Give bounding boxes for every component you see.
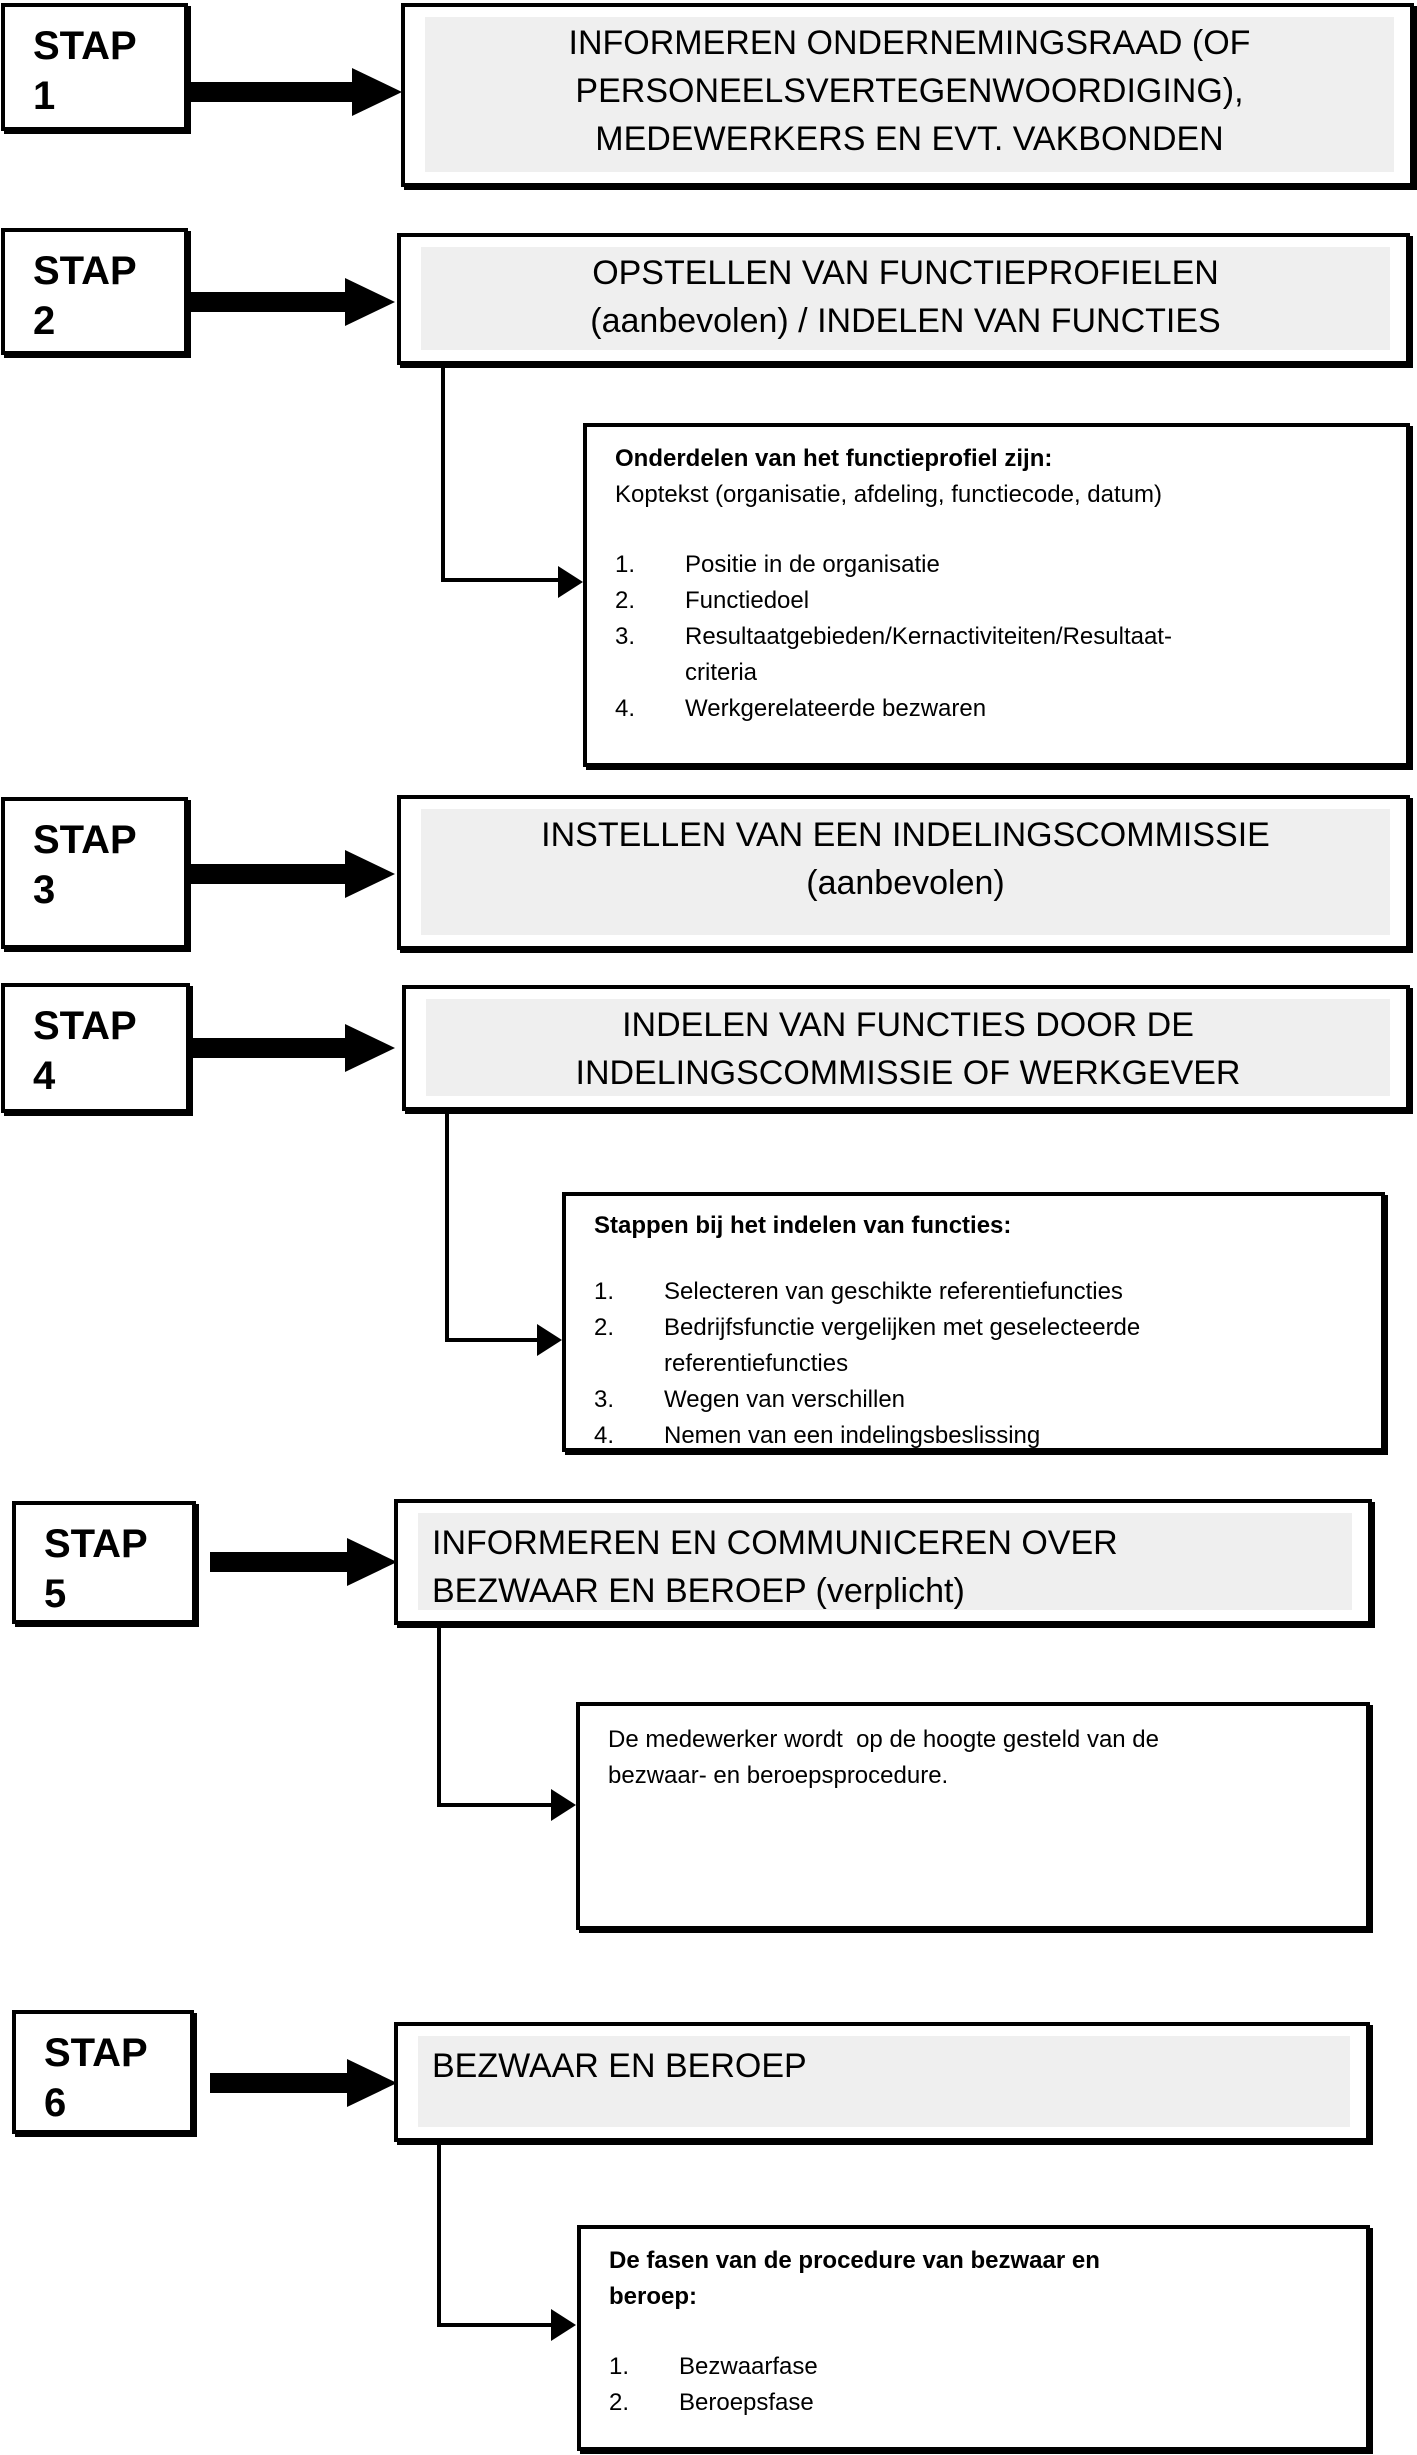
detail-box-step-6: De fasen van de procedure van bezwaar en…: [577, 2225, 1370, 2451]
step-5-action-box: INFORMEREN EN COMMUNICEREN OVER BEZWAAR …: [394, 1499, 1372, 1625]
connector-horizontal-line: [441, 578, 559, 582]
step-2-action-text: OPSTELLEN VAN FUNCTIEPROFIELEN (aanbevol…: [421, 247, 1390, 350]
arrow-head-icon: [347, 1538, 397, 1586]
arrow-head-icon: [352, 68, 402, 116]
arrow-shaft: [192, 1038, 345, 1058]
list-item-text: Positie in de organisatie: [685, 551, 940, 578]
list-item-text: Werkgerelateerde bezwaren: [685, 695, 987, 722]
arrow-head-icon: [347, 2059, 397, 2107]
step-number: 3: [33, 868, 56, 912]
list-item-text: Wegen van verschillen: [664, 1386, 906, 1413]
step-2-label-box: STAP 2: [1, 228, 188, 355]
step-1-action-box: INFORMEREN ONDERNEMINGSRAAD (OF PERSONEE…: [401, 3, 1414, 187]
list-item-number: 3.: [594, 1386, 615, 1413]
list-item: 3. Wegen van verschillen: [594, 1382, 1353, 1418]
detail-heading: Stappen bij het indelen van functies:: [594, 1212, 1012, 1239]
connector-arrow-head-icon: [537, 1324, 562, 1356]
connector-vertical-line: [445, 1109, 449, 1340]
list-item: 2. Bedrijfsfunctie vergelijken met gesel…: [594, 1310, 1353, 1382]
arrow-head-icon: [345, 850, 395, 898]
connector-arrow-head-icon: [551, 1789, 576, 1821]
list-item-text: Functiedoel: [685, 587, 810, 614]
list-item-number: 4.: [615, 695, 636, 722]
connector-vertical-line: [437, 1623, 441, 1805]
list-item: 1. Bezwaarfase: [609, 2349, 1338, 2385]
step-label: STAP: [33, 24, 137, 68]
list-item-number: 4.: [594, 1422, 615, 1449]
step-label: STAP: [44, 1522, 148, 1566]
detail-box-step-4: Stappen bij het indelen van functies: 1.…: [562, 1192, 1385, 1452]
step-number: 5: [44, 1572, 67, 1616]
step-number: 2: [33, 299, 56, 343]
arrow-shaft: [190, 864, 345, 884]
step-6-action-box: BEZWAAR EN BEROEP: [394, 2022, 1370, 2142]
list-item: 4. Nemen van een indelingsbeslissing: [594, 1418, 1353, 1449]
step-label: STAP: [33, 1004, 137, 1048]
list-item-text: Beroepsfase: [679, 2389, 814, 2416]
list-item-number: 2.: [609, 2389, 630, 2416]
detail-body: De medewerker wordt op de hoogte gesteld…: [608, 1726, 1160, 1789]
step-1-label-box: STAP 1: [1, 3, 188, 131]
step-4-label-box: STAP 4: [1, 983, 190, 1113]
connector-arrow-head-icon: [558, 566, 583, 598]
list-item: 4. Werkgerelateerde bezwaren: [615, 691, 1378, 727]
list-item: 2. Functiedoel: [615, 583, 1378, 619]
arrow-shaft: [210, 1552, 347, 1572]
step-label: STAP: [44, 2031, 148, 2075]
connector-horizontal-line: [445, 1338, 538, 1342]
step-1-action-text: INFORMEREN ONDERNEMINGSRAAD (OF PERSONEE…: [425, 17, 1394, 172]
spacer: [615, 513, 1378, 547]
list-item: 1. Selecteren van geschikte referentiefu…: [594, 1274, 1353, 1310]
step-3-label-box: STAP 3: [1, 797, 188, 949]
list-item-number: 3.: [615, 623, 636, 650]
list-item: 1. Positie in de organisatie: [615, 547, 1378, 583]
arrow-head-icon: [345, 278, 395, 326]
connector-arrow-head-icon: [551, 2309, 576, 2341]
detail-heading: De fasen van de procedure van bezwaar en…: [609, 2247, 1100, 2310]
step-6-label-box: STAP 6: [12, 2010, 194, 2134]
spacer: [609, 2315, 1338, 2349]
list-item: 2. Beroepsfase: [609, 2385, 1338, 2421]
list-item-text: Selecteren van geschikte referentiefunct…: [664, 1278, 1123, 1305]
arrow-shaft: [190, 292, 345, 312]
detail-box-step-5: De medewerker wordt op de hoogte gesteld…: [576, 1702, 1370, 1930]
step-3-action-box: INSTELLEN VAN EEN INDELINGSCOMMISSIE (aa…: [397, 795, 1410, 950]
step-3-action-text: INSTELLEN VAN EEN INDELINGSCOMMISSIE (aa…: [421, 809, 1390, 935]
list-item-number: 1.: [609, 2353, 630, 2380]
list-item-number: 1.: [594, 1278, 615, 1305]
list-item-number: 2.: [594, 1314, 615, 1341]
step-5-action-text: INFORMEREN EN COMMUNICEREN OVER BEZWAAR …: [418, 1513, 1352, 1610]
connector-horizontal-line: [437, 1803, 553, 1807]
arrow-shaft: [190, 82, 352, 102]
list-item-number: 1.: [615, 551, 636, 578]
connector-vertical-line: [437, 2140, 441, 2325]
arrow-shaft: [210, 2073, 347, 2093]
list-item-text: Nemen van een indelingsbeslissing: [664, 1422, 1041, 1449]
step-2-action-box: OPSTELLEN VAN FUNCTIEPROFIELEN (aanbevol…: [397, 233, 1410, 365]
list-item-text: Bedrijfsfunctie vergelijken met geselect…: [664, 1314, 1141, 1377]
detail-box-step-2: Onderdelen van het functieprofiel zijn: …: [583, 423, 1410, 767]
step-4-action-text: INDELEN VAN FUNCTIES DOOR DE INDELINGSCO…: [426, 999, 1390, 1096]
detail-subheading: Koptekst (organisatie, afdeling, functie…: [615, 481, 1162, 508]
step-number: 4: [33, 1054, 56, 1098]
list-item-number: 2.: [615, 587, 636, 614]
step-label: STAP: [33, 249, 137, 293]
arrow-head-icon: [345, 1024, 395, 1072]
step-4-action-box: INDELEN VAN FUNCTIES DOOR DE INDELINGSCO…: [402, 985, 1410, 1111]
step-5-label-box: STAP 5: [12, 1501, 196, 1624]
step-number: 1: [33, 74, 56, 118]
step-number: 6: [44, 2081, 67, 2125]
list-item-text: Resultaatgebieden/Kernactiviteiten/Resul…: [685, 623, 1172, 686]
list-item: 3. Resultaatgebieden/Kernactiviteiten/Re…: [615, 619, 1378, 691]
spacer: [594, 1244, 1353, 1274]
step-label: STAP: [33, 818, 137, 862]
connector-horizontal-line: [437, 2323, 553, 2327]
detail-heading: Onderdelen van het functieprofiel zijn:: [615, 445, 1053, 472]
list-item-text: Bezwaarfase: [679, 2353, 818, 2380]
step-6-action-text: BEZWAAR EN BEROEP: [418, 2036, 1350, 2127]
connector-vertical-line: [441, 363, 445, 580]
